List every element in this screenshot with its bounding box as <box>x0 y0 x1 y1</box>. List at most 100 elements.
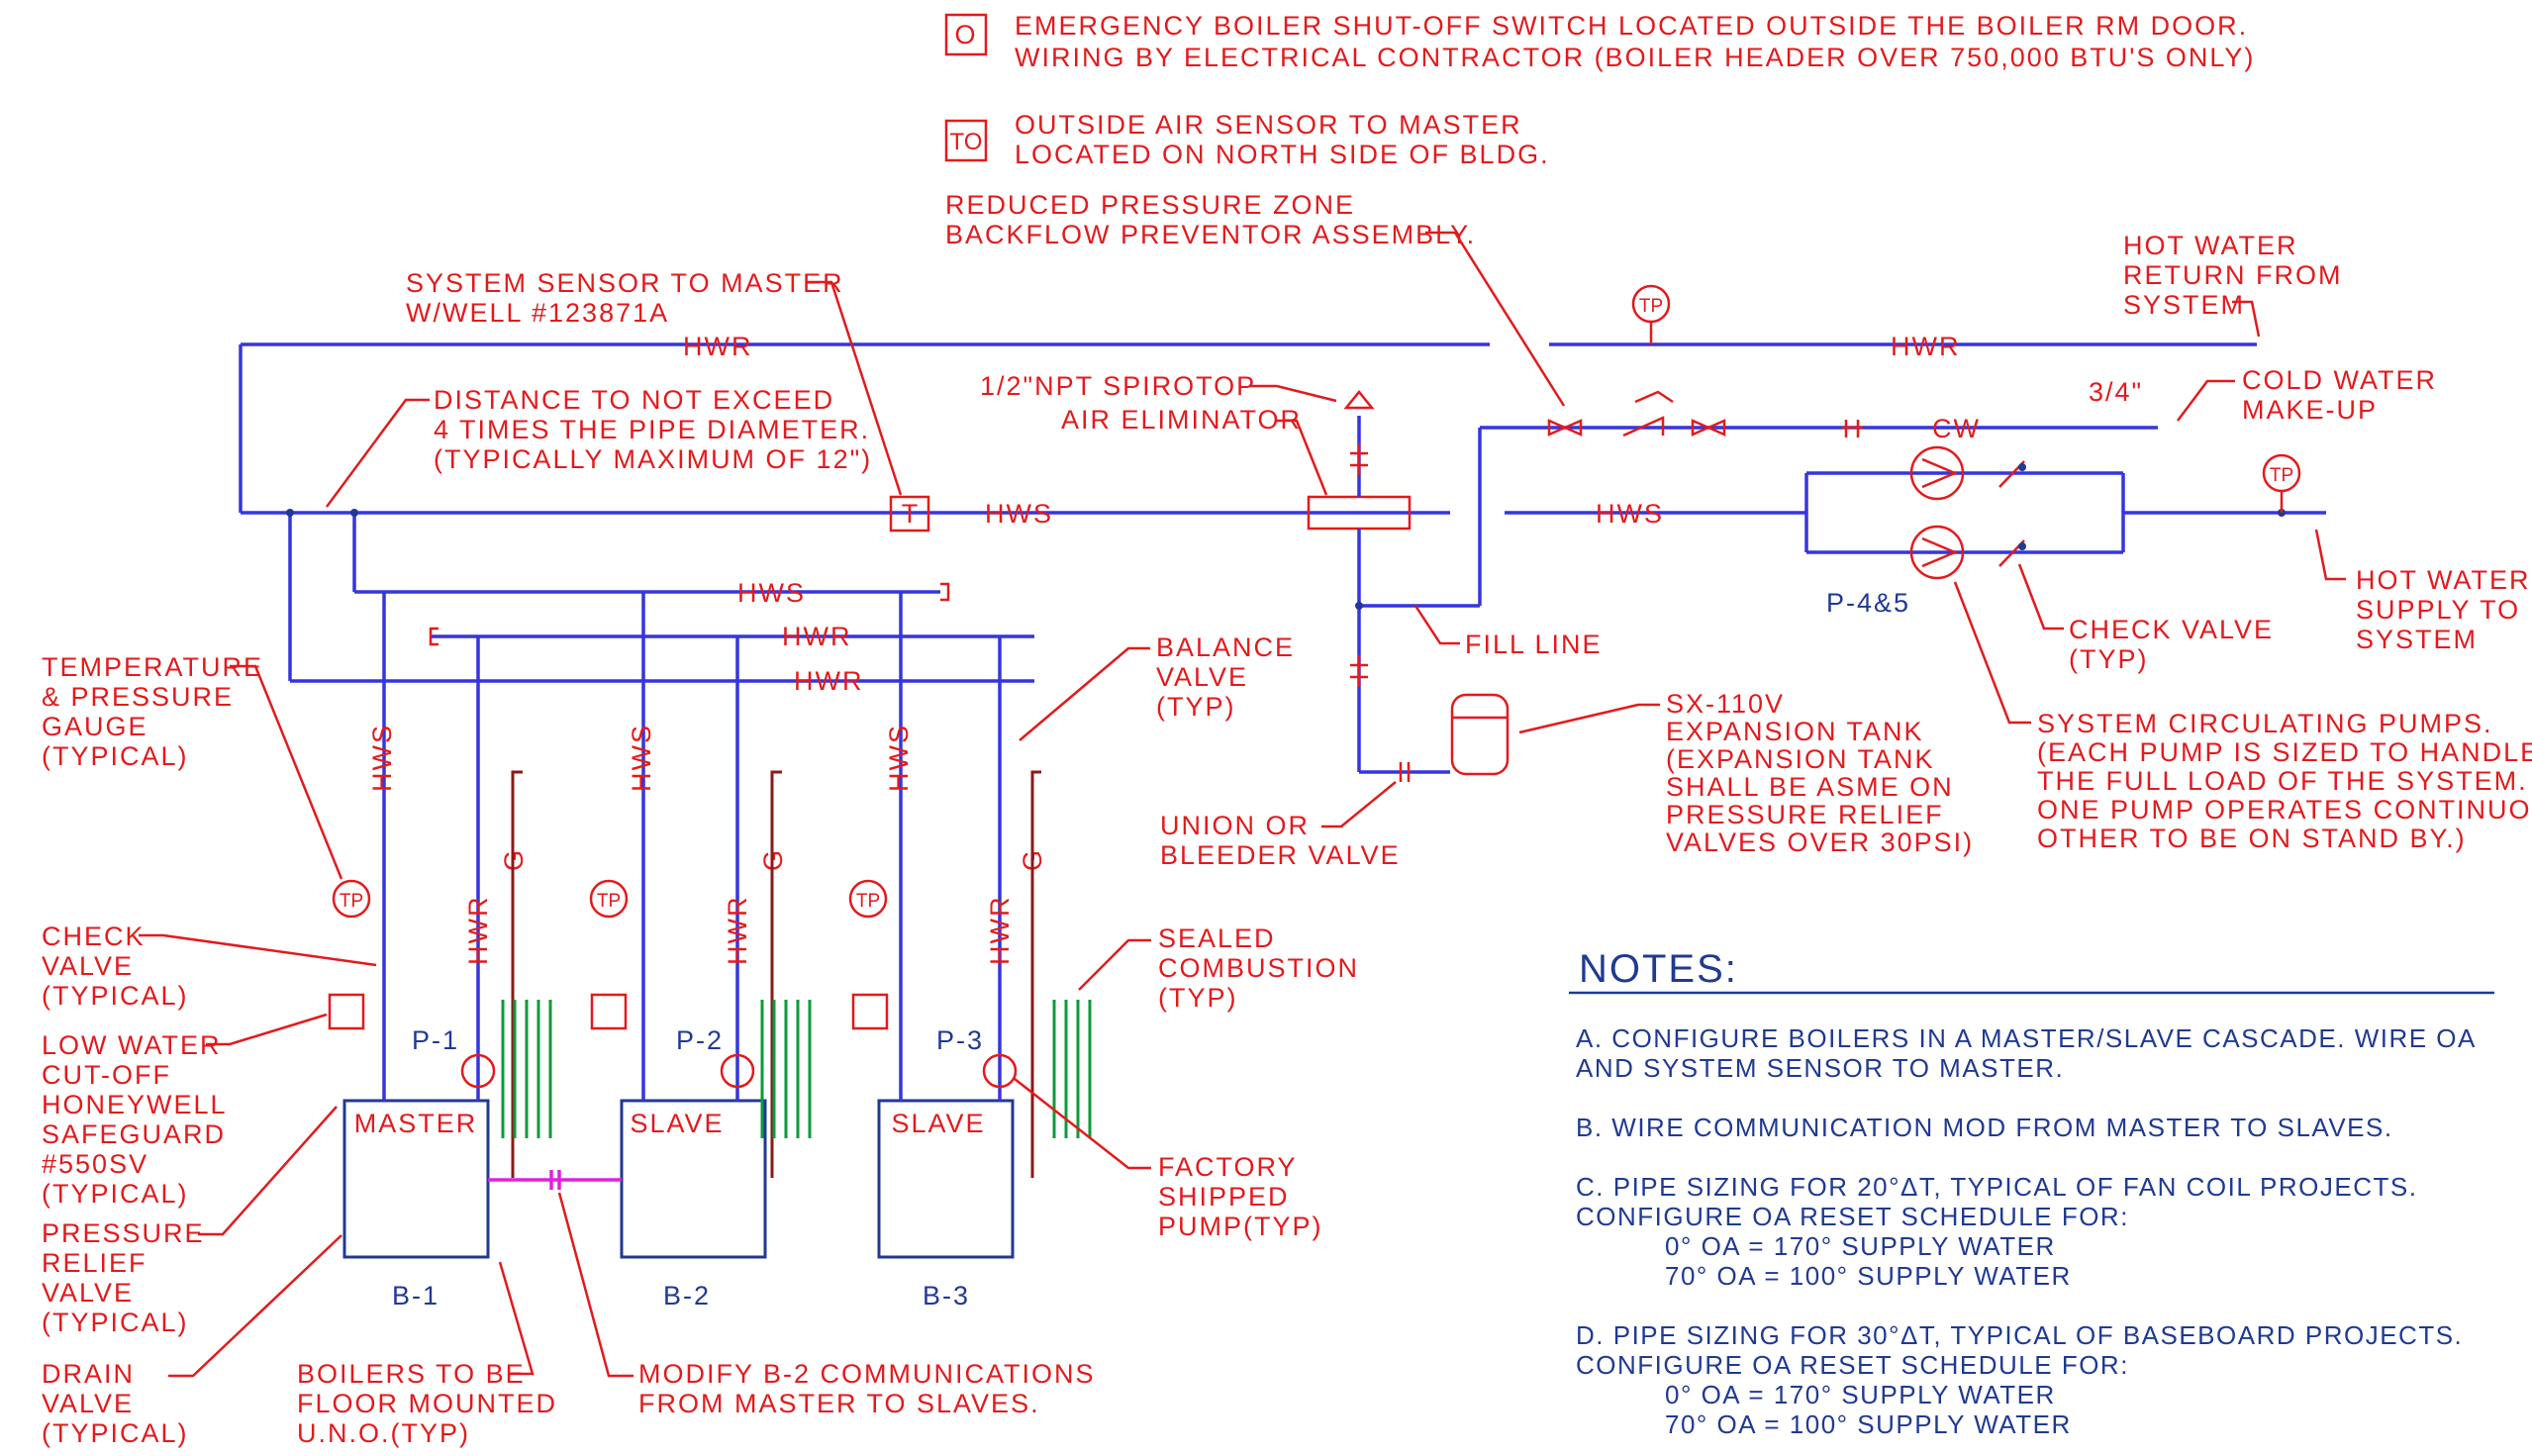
exp-tank-callout-5: PRESSURE RELIEF <box>1666 800 1944 829</box>
prv-callout-2: RELIEF <box>42 1248 147 1278</box>
circ-pumps-callout-1: SYSTEM CIRCULATING PUMPS. <box>2037 709 2493 738</box>
tp-gauge-text: TP <box>597 891 621 912</box>
hw-supply-leader <box>2314 529 2346 581</box>
tp-gauge-callout-3: GAUGE <box>42 712 148 741</box>
tp-gauge-icon <box>589 879 629 919</box>
low-water-cutoff <box>590 993 628 1030</box>
note-d-1: D. PIPE SIZING FOR 30°ΔT, TYPICAL OF BAS… <box>1576 1320 2463 1350</box>
note-c-4: 70° OA = 100° SUPPLY WATER <box>1665 1261 2072 1291</box>
exp-tank-leader <box>1518 703 1660 734</box>
boiler-pump-tag: P-3 <box>936 1025 984 1055</box>
hwr-label: HWR <box>683 332 752 361</box>
hwr-label: HWR <box>1891 332 1960 361</box>
distance-leader <box>325 398 430 508</box>
hws-branch-label: HWS <box>737 578 806 608</box>
boiler-b2: SLAVE B-2 P-2 TP HWS HWR G <box>589 592 812 1310</box>
prv-leader <box>198 1106 338 1236</box>
hw-supply-callout-1: HOT WATER <box>2356 565 2531 595</box>
system-sensor-text: T <box>902 499 919 529</box>
hwr-riser-label: HWR <box>723 896 752 965</box>
main-piping: HWR HWR HWS HWS HWS HWR HWR CW T TP TP 3… <box>239 284 2326 782</box>
balance-leader <box>1019 646 1150 741</box>
check-typ-leader <box>139 933 377 967</box>
tp-gauge-callout-2: & PRESSURE <box>42 682 234 712</box>
fill-line-leader <box>1413 605 1460 645</box>
note-d-4: 70° OA = 100° SUPPLY WATER <box>1665 1409 2072 1439</box>
hw-return-leader <box>2232 300 2261 338</box>
spirotop-valve-icon <box>1350 443 1368 475</box>
lwco-callout-1: LOW WATER <box>42 1030 222 1060</box>
check-typ-callout-3: (TYPICAL) <box>42 981 189 1011</box>
spirotop-leader <box>1249 384 1337 403</box>
factory-callout-3: PUMP(TYP) <box>1158 1212 1323 1241</box>
cw-label: CW <box>1932 414 1981 443</box>
note-d-2: CONFIGURE OA RESET SCHEDULE FOR: <box>1576 1350 2129 1380</box>
check-valve-callout-2: (TYP) <box>2069 644 2149 674</box>
balance-callout-3: (TYP) <box>1156 692 1236 722</box>
oa-sensor-text-2: LOCATED ON NORTH SIDE OF BLDG. <box>1015 140 1550 169</box>
exp-tank-callout-4: SHALL BE ASME ON <box>1666 772 1954 802</box>
pump-4-icon <box>1909 445 1965 501</box>
check-typ-callout-1: CHECK <box>42 922 146 951</box>
system-sensor-well <box>889 495 930 533</box>
tp-gauge-leader <box>230 664 343 880</box>
pumps-tag: P-4&5 <box>1826 588 1910 618</box>
note-d-3: 0° OA = 170° SUPPLY WATER <box>1665 1380 2056 1409</box>
modify-callout-2: FROM MASTER TO SLAVES. <box>638 1389 1040 1418</box>
prv-callout-3: VALVE <box>42 1278 134 1308</box>
pump-5-icon <box>1909 525 1965 580</box>
shutoff-switch-symbol <box>944 13 988 56</box>
union-callout-2: BLEEDER VALVE <box>1160 840 1401 870</box>
hw-supply-callout-2: SUPPLY TO <box>2356 595 2520 625</box>
rpz-check-icon <box>1622 416 1665 437</box>
low-water-cutoff <box>851 993 889 1030</box>
hwr-branch-cap <box>429 627 438 646</box>
distance-callout-3: (TYPICALLY MAXIMUM OF 12") <box>434 444 872 474</box>
cold-water-leader <box>2177 379 2235 422</box>
drain-leader <box>168 1234 342 1378</box>
lwco-callout-5: #550SV <box>42 1149 148 1179</box>
tp-gauge-text: TP <box>1639 296 1663 317</box>
hwr-branch-label: HWR <box>782 622 851 651</box>
rpz-relief-icon <box>1634 390 1674 404</box>
check-valve-dot <box>2018 542 2026 550</box>
tp-gauge-text: TP <box>856 891 880 912</box>
tp-gauge-text: TP <box>2270 465 2293 486</box>
boiler-pump-icon <box>460 1053 496 1089</box>
rpz-leader <box>1425 231 1566 407</box>
boiler-tag: B-3 <box>923 1281 970 1310</box>
modify-leader <box>557 1192 633 1378</box>
exp-tank-callout-1: SX-110V <box>1666 689 1785 719</box>
tee-dot <box>286 509 294 517</box>
boiler-tag: B-2 <box>663 1281 711 1310</box>
rpz-valve-1 <box>1547 419 1583 437</box>
exp-tank-callout-3: (EXPANSION TANK <box>1666 744 1935 774</box>
callouts: REDUCED PRESSURE ZONE BACKFLOW PREVENTOR… <box>42 190 2532 1448</box>
boiler-role-label: MASTER <box>354 1109 478 1138</box>
circ-pumps-callout-5: OTHER TO BE ON STAND BY.) <box>2037 824 2467 853</box>
low-water-cutoff <box>328 993 365 1030</box>
combustion-vent <box>1052 1000 1092 1138</box>
cw-valve-icon <box>1841 420 1863 437</box>
outside-air-sensor-symbol <box>944 119 988 162</box>
check-valve-callout-1: CHECK VALVE <box>2069 615 2274 644</box>
fill-line-callout: FILL LINE <box>1465 630 1603 659</box>
hwr-riser-label: HWR <box>985 896 1015 965</box>
system-sensor-leader <box>807 280 903 496</box>
expansion-tank <box>1450 693 1509 776</box>
cold-water-callout-1: COLD WATER <box>2242 365 2437 395</box>
drain-callout-2: VALVE <box>42 1389 134 1418</box>
distance-callout-1: DISTANCE TO NOT EXCEED <box>434 385 834 415</box>
rpz-valve-2 <box>1691 419 1726 437</box>
tp-gauge-text: TP <box>340 891 363 912</box>
factory-leader <box>1014 1078 1151 1170</box>
floor-callout-1: BOILERS TO BE <box>297 1359 526 1389</box>
system-sensor-callout-2: W/WELL #123871A <box>406 298 669 328</box>
rpz-callout-2: BACKFLOW PREVENTOR ASSEMBLY. <box>945 220 1476 249</box>
boiler-pump-icon <box>982 1053 1018 1089</box>
check-valve-dot <box>2018 463 2026 471</box>
hws-label: HWS <box>1596 499 1664 529</box>
note-c-2: CONFIGURE OA RESET SCHEDULE FOR: <box>1576 1202 2129 1231</box>
tp-gauge-callout-4: (TYPICAL) <box>42 741 189 771</box>
